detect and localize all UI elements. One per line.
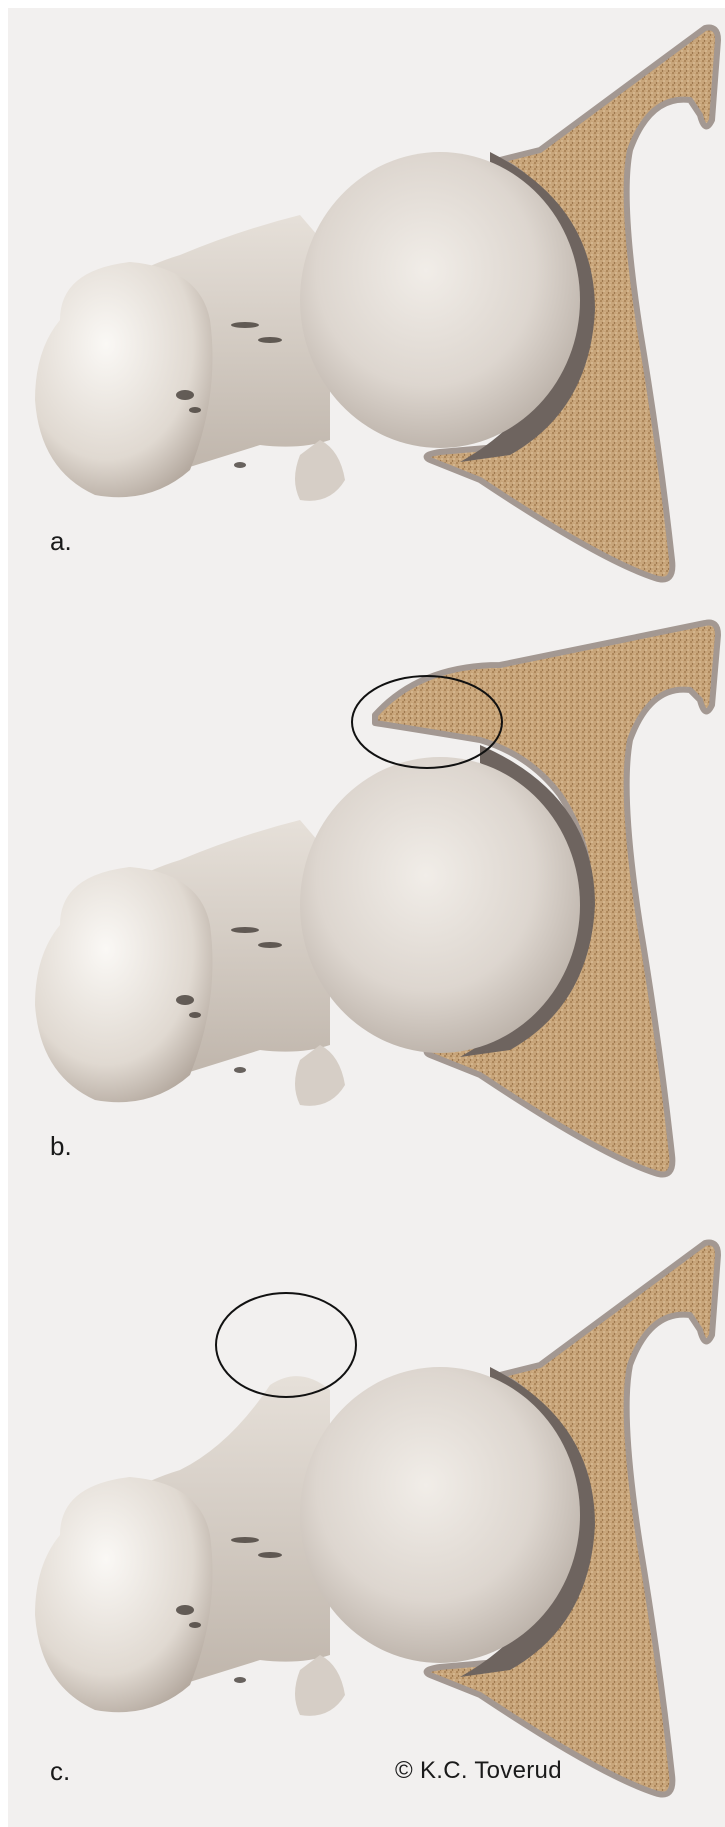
femoral-head — [300, 152, 580, 448]
panel-label-b: b. — [50, 1133, 72, 1159]
panel-c-illustration — [0, 1215, 725, 1815]
panel-a-illustration — [0, 0, 725, 600]
copyright-credit: © K.C. Toverud — [395, 1759, 562, 1783]
femoral-head — [300, 1367, 580, 1663]
panel-b-illustration — [0, 605, 725, 1205]
panel-label-a: a. — [50, 528, 72, 554]
panel-label-c: c. — [50, 1758, 70, 1784]
femoral-head — [300, 757, 580, 1053]
